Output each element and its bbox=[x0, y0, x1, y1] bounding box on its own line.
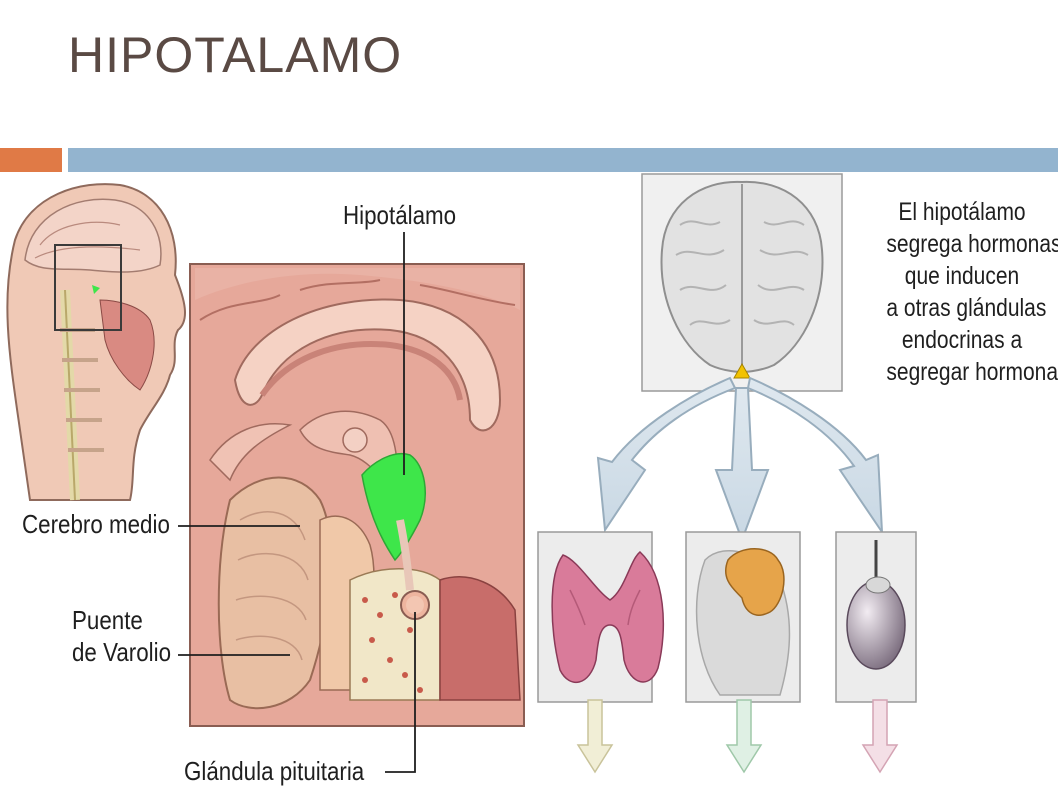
label-pons-line1: Puente bbox=[72, 605, 143, 635]
description-text: El hipotálamo segrega hormonas que induc… bbox=[886, 196, 1058, 388]
front-brain-illustration bbox=[641, 173, 843, 392]
description-line: que inducen bbox=[904, 262, 1020, 290]
head-profile-illustration bbox=[6, 183, 186, 501]
label-midbrain: Cerebro medio bbox=[22, 509, 170, 539]
description-line: a otras glándulas bbox=[886, 294, 1047, 322]
accent-bar-orange bbox=[0, 148, 62, 172]
hormone-arrows bbox=[596, 376, 884, 543]
brain-section-illustration bbox=[189, 263, 525, 727]
slide-title: HIPOTALAMO bbox=[68, 27, 403, 83]
label-hypothalamus: Hipotálamo bbox=[343, 200, 457, 230]
description-line: segrega hormonas bbox=[886, 230, 1058, 258]
ovary-panel-illustration bbox=[835, 531, 917, 703]
label-pituitary: Glándula pituitaria bbox=[184, 756, 365, 786]
accent-bar-blue bbox=[68, 148, 1058, 172]
description-line: endocrinas a bbox=[901, 326, 1023, 354]
thyroid-panel-illustration bbox=[537, 531, 665, 703]
leader-lines bbox=[178, 232, 416, 773]
adrenal-panel-illustration bbox=[685, 531, 801, 703]
description-line: El hipotálamo bbox=[898, 198, 1026, 226]
label-pons-line2: de Varolio bbox=[72, 637, 172, 667]
output-arrows bbox=[576, 699, 899, 774]
description-line: segregar hormonas bbox=[886, 358, 1058, 386]
